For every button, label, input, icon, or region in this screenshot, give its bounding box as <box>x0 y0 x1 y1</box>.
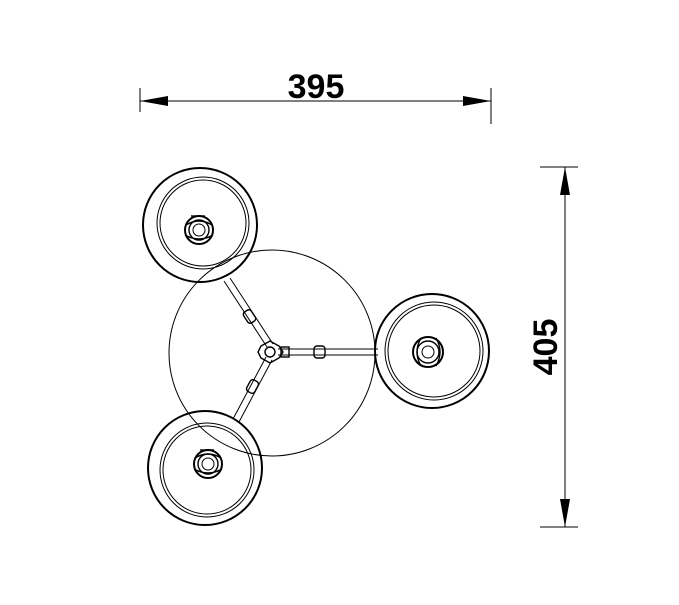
arm-upper-left <box>223 277 274 348</box>
shade-right <box>374 293 490 409</box>
shade-lower-left <box>147 410 263 526</box>
center-hub <box>257 340 290 364</box>
height-arrow-bottom <box>560 499 570 527</box>
width-arrow-right <box>463 96 491 106</box>
joint-right <box>313 345 326 359</box>
canopy-circle <box>168 249 376 457</box>
joint-upper-left <box>242 309 257 324</box>
joint-lower-left <box>245 379 260 394</box>
bulb-socket-upper-left <box>184 215 214 245</box>
width-arrow-left <box>140 96 168 106</box>
shade-upper-left <box>142 167 258 283</box>
height-label: 405 <box>527 319 565 376</box>
arm-lower-left <box>232 356 273 423</box>
bulb-socket-right <box>412 336 444 368</box>
height-dimension: 405 <box>527 166 578 528</box>
width-label: 395 <box>288 68 345 106</box>
bulb-socket-lower-left <box>193 449 223 479</box>
width-dimension: 395 <box>139 68 492 124</box>
height-arrow-top <box>560 167 570 195</box>
arm-right <box>278 348 378 356</box>
